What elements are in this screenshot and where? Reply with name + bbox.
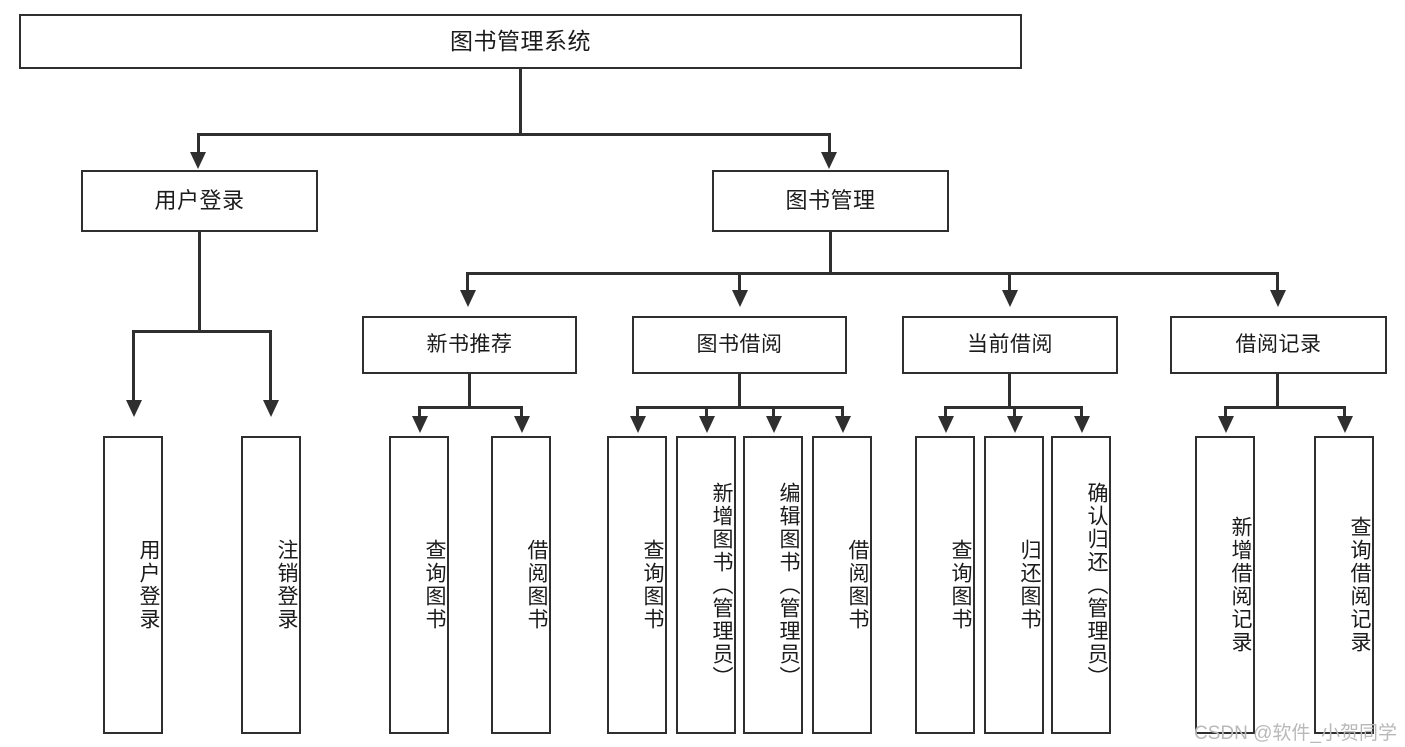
connector-drop-query-book-2	[636, 406, 639, 420]
connector-current-borrow-stem	[1008, 374, 1011, 408]
connector-drop-borrow-record	[1276, 272, 1279, 294]
arrow-to-borrow-record	[1270, 290, 1286, 307]
arrow-to-book-borrow	[732, 290, 748, 307]
connector-book-borrow-stem	[738, 374, 741, 408]
connector-book-management-stem	[829, 232, 832, 274]
node-user-login[interactable]: 用户登录	[81, 170, 318, 232]
connector-drop-current-borrow	[1008, 272, 1011, 294]
connector-drop-book-borrow	[738, 272, 741, 294]
leaf-logout-login[interactable]: 注销登录	[241, 436, 301, 734]
node-root-book-management-system[interactable]: 图书管理系统	[19, 14, 1022, 69]
connector-drop-leaf-user-login	[132, 330, 135, 405]
arrow-to-return-book	[1007, 416, 1023, 433]
connector-drop-confirm-return	[1080, 406, 1083, 420]
connector-new-book-recommend-stem	[468, 374, 471, 408]
leaf-borrow-book-2[interactable]: 借阅图书	[812, 436, 872, 734]
leaf-edit-book[interactable]: 编辑图书（管理员）	[743, 436, 803, 734]
node-current-borrow[interactable]: 当前借阅	[902, 316, 1118, 374]
connector-user-login-stem	[198, 232, 201, 332]
leaf-query-book-2[interactable]: 查询图书	[607, 436, 667, 734]
arrow-to-new-book-recommend	[460, 290, 476, 307]
node-borrow-record[interactable]: 借阅记录	[1170, 316, 1387, 374]
connector-level3-bar	[466, 272, 1279, 275]
connector-drop-add-book	[705, 406, 708, 420]
leaf-borrow-book-1[interactable]: 借阅图书	[491, 436, 551, 734]
leaf-user-login[interactable]: 用户登录	[103, 436, 163, 734]
connector-borrow-record-stem	[1276, 374, 1279, 408]
arrow-to-query-book-1	[412, 416, 428, 433]
connector-drop-borrow-book-2	[841, 406, 844, 420]
connector-drop-edit-book	[772, 406, 775, 420]
leaf-confirm-return[interactable]: 确认归还（管理员）	[1051, 436, 1111, 734]
connector-drop-book-management	[828, 133, 831, 157]
arrow-to-borrow-book-1	[514, 416, 530, 433]
connector-drop-leaf-logout-login	[269, 330, 272, 405]
connector-user-login-bar	[132, 330, 271, 333]
arrow-to-confirm-return	[1074, 416, 1090, 433]
leaf-query-book-3[interactable]: 查询图书	[915, 436, 975, 734]
connector-drop-borrow-book-1	[520, 406, 523, 420]
connector-new-book-recommend-bar	[418, 406, 523, 409]
arrow-to-query-book-2	[630, 416, 646, 433]
connector-drop-return-book	[1013, 406, 1016, 420]
leaf-add-record[interactable]: 新增借阅记录	[1195, 436, 1255, 734]
connector-drop-query-record	[1343, 406, 1346, 420]
connector-level2-bar	[197, 133, 831, 136]
connector-drop-add-record	[1224, 406, 1227, 420]
arrow-to-edit-book	[766, 416, 782, 433]
arrow-to-leaf-user-login	[126, 400, 142, 417]
node-new-book-recommend[interactable]: 新书推荐	[362, 316, 577, 374]
node-book-borrow[interactable]: 图书借阅	[632, 316, 847, 374]
arrow-to-leaf-logout-login	[263, 400, 279, 417]
arrow-to-add-record	[1218, 416, 1234, 433]
arrow-to-book-management	[821, 152, 837, 169]
connector-drop-query-book-3	[944, 406, 947, 420]
connector-drop-new-book-recommend	[466, 272, 469, 294]
connector-drop-query-book-1	[418, 406, 421, 420]
leaf-query-record[interactable]: 查询借阅记录	[1314, 436, 1374, 734]
leaf-add-book[interactable]: 新增图书（管理员）	[676, 436, 736, 734]
leaf-return-book[interactable]: 归还图书	[984, 436, 1044, 734]
connector-book-borrow-bar	[636, 406, 844, 409]
connector-root-stem	[519, 69, 522, 135]
connector-drop-user-login	[197, 133, 200, 157]
arrow-to-borrow-book-2	[835, 416, 851, 433]
leaf-query-book-1[interactable]: 查询图书	[389, 436, 449, 734]
connector-borrow-record-bar	[1224, 406, 1346, 409]
node-book-management[interactable]: 图书管理	[712, 170, 949, 232]
arrow-to-user-login	[190, 152, 206, 169]
arrow-to-add-book	[699, 416, 715, 433]
arrow-to-query-book-3	[938, 416, 954, 433]
arrow-to-current-borrow	[1002, 290, 1018, 307]
arrow-to-query-record	[1337, 416, 1353, 433]
